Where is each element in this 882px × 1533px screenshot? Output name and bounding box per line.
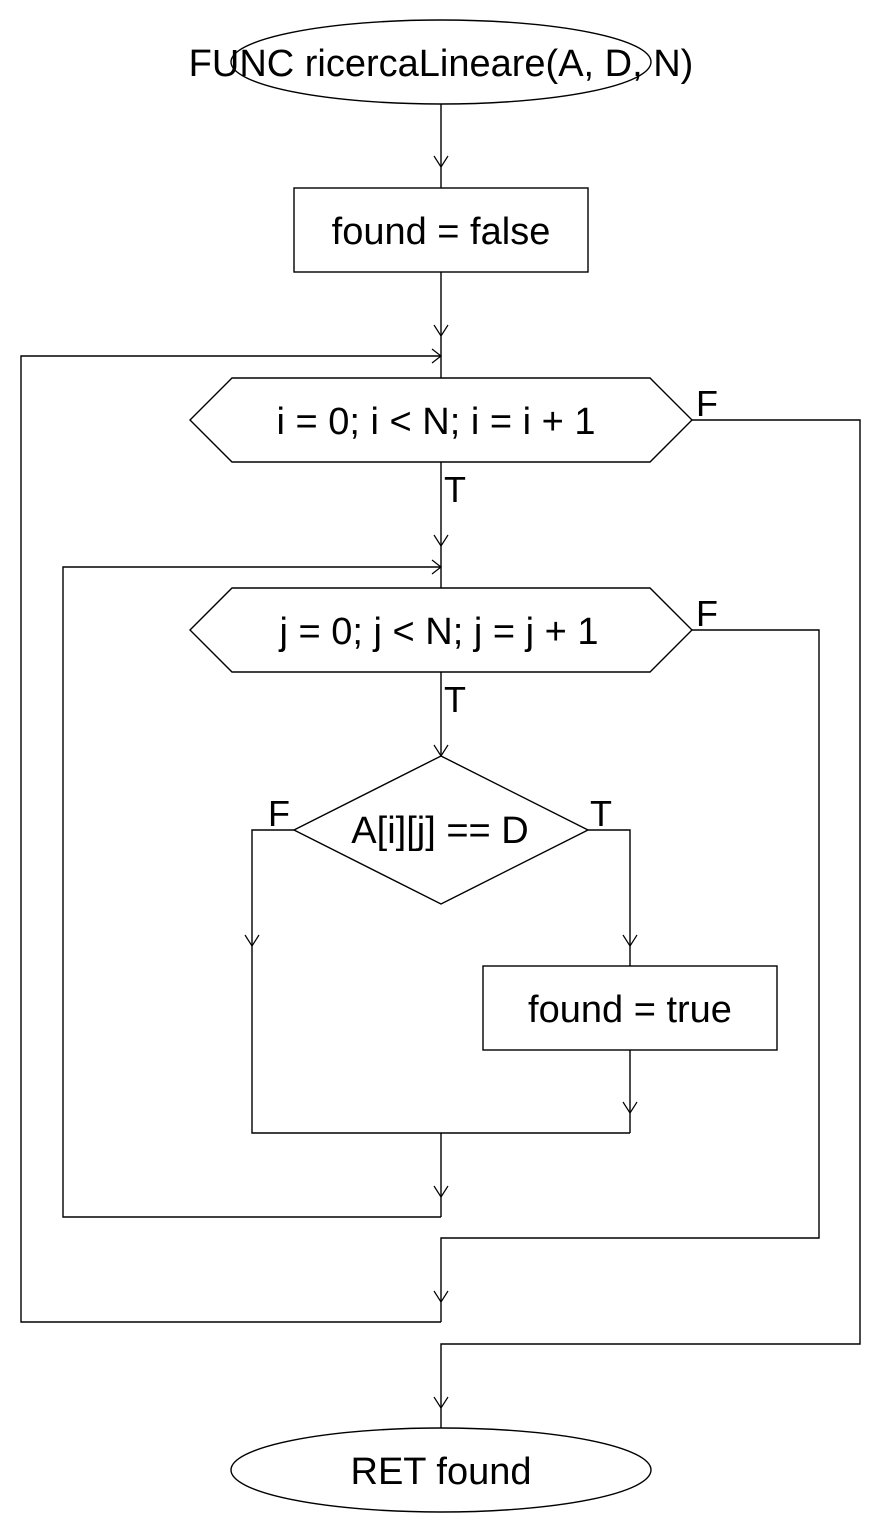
outer-false-label: F: [696, 383, 718, 424]
end-terminal: RET found: [230, 1427, 652, 1513]
condition-false-label: F: [268, 793, 290, 834]
assign-process: found = true: [482, 965, 778, 1051]
end-label: RET found: [351, 1451, 532, 1493]
inner-true-label: T: [444, 679, 466, 720]
condition-label: A[i][j] == D: [351, 810, 528, 852]
outer-loop-label: i = 0; i < N; i = i + 1: [277, 401, 596, 443]
init-label: found = false: [332, 211, 551, 253]
assign-label: found = true: [528, 989, 732, 1031]
inner-loop: j = 0; j < N; j = j + 1: [189, 587, 693, 673]
start-label: FUNC ricercaLineare(A, D, N): [189, 43, 694, 85]
condition-decision: A[i][j] == D: [292, 755, 590, 905]
connectors: [20, 104, 861, 1428]
condition-true-label: T: [590, 793, 612, 834]
start-terminal: FUNC ricercaLineare(A, D, N): [189, 19, 694, 105]
branch-labels: F T F T F T: [268, 383, 718, 834]
inner-false-label: F: [696, 593, 718, 634]
inner-loop-label: j = 0; j < N; j = j + 1: [279, 611, 599, 653]
outer-loop: i = 0; i < N; i = i + 1: [189, 377, 693, 463]
outer-true-label: T: [444, 469, 466, 510]
init-process: found = false: [293, 187, 589, 273]
